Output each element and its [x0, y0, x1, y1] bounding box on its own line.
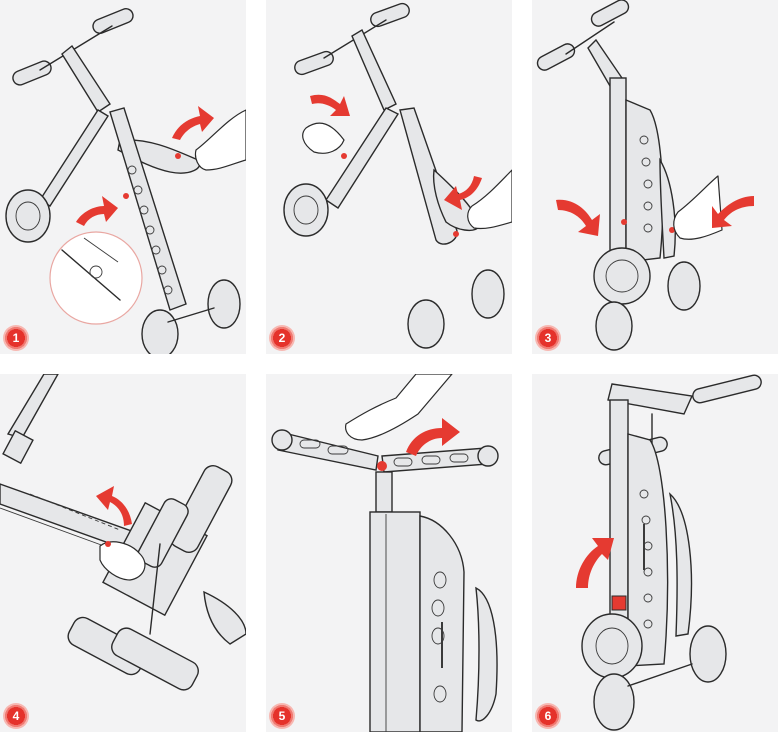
step-number-badge: 1 — [3, 325, 29, 351]
step-panel-4: 4 — [0, 374, 246, 732]
scooter-fully-folded-illustration — [576, 374, 762, 731]
step-panel-5: 5 — [266, 374, 512, 732]
scooter-unfolded-illustration — [5, 8, 246, 354]
step-number-badge: 6 — [535, 703, 561, 729]
scooter-folded-upright-illustration — [536, 0, 754, 351]
step-panel-1: 1 — [0, 0, 246, 354]
scooter-lock-lever-illustration — [0, 374, 246, 691]
scooter-folding-frame-illustration — [283, 2, 512, 349]
step-number-badge: 5 — [269, 703, 295, 729]
step-panel-6: 6 — [532, 374, 778, 732]
step-panel-3: 3 — [532, 0, 778, 354]
step-panel-2: 2 — [266, 0, 512, 354]
step-number-badge: 4 — [3, 703, 29, 729]
step-number-badge: 3 — [535, 325, 561, 351]
step-number-badge: 2 — [269, 325, 295, 351]
scooter-handlebar-fold-illustration — [271, 374, 499, 732]
